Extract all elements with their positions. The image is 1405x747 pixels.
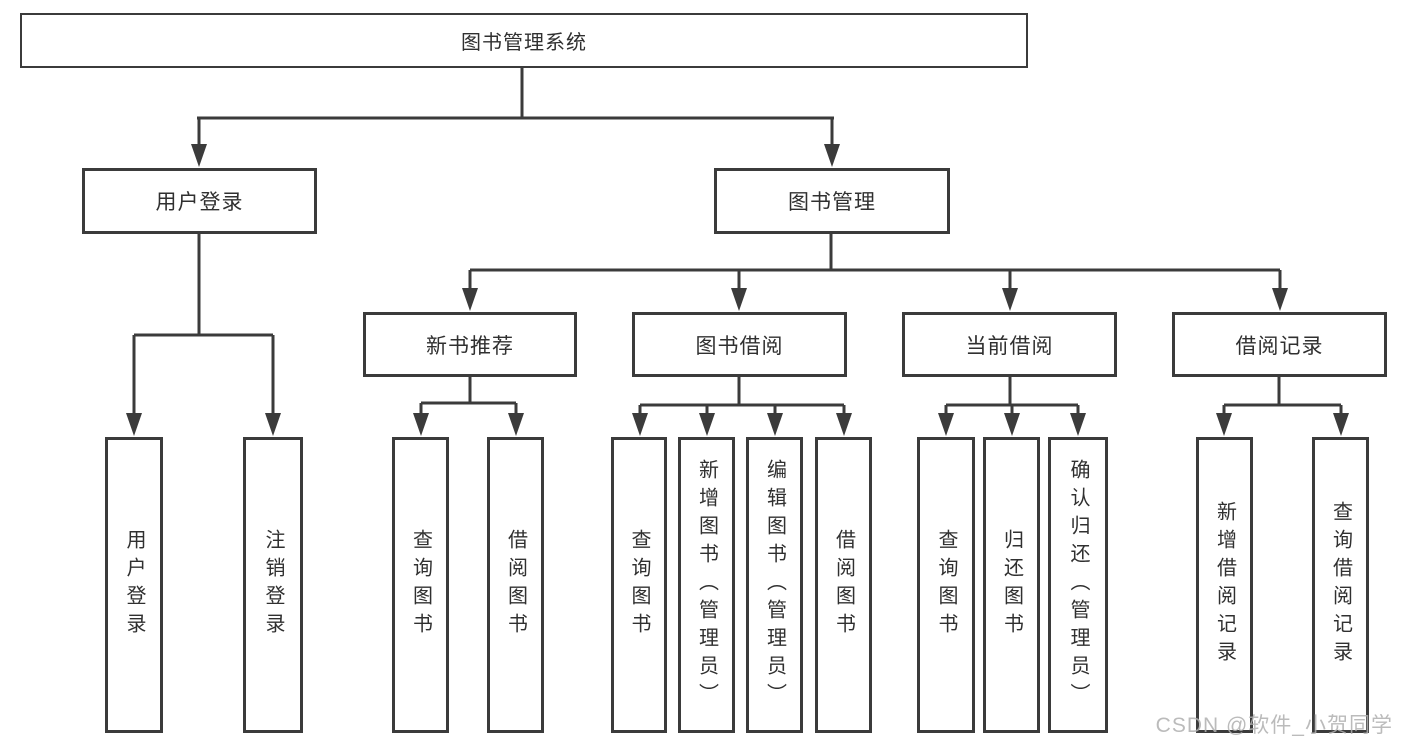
leaf-confirm-return-admin: 确认归还（管理员） xyxy=(1048,437,1108,733)
leaf-label: 新增借阅记录 xyxy=(1213,501,1236,669)
node-book-management: 图书管理 xyxy=(714,168,950,234)
leaf-label: 查询借阅记录 xyxy=(1329,501,1352,669)
arrowhead xyxy=(1002,288,1018,311)
leaf-return-book: 归还图书 xyxy=(983,437,1040,733)
leaf-label: 查询图书 xyxy=(409,529,432,641)
arrowhead xyxy=(126,413,142,436)
arrowhead xyxy=(508,413,524,436)
arrowhead xyxy=(938,413,954,436)
leaf-logout: 注销登录 xyxy=(243,437,303,733)
node-user-login: 用户登录 xyxy=(82,168,317,234)
leaf-add-borrow-record: 新增借阅记录 xyxy=(1196,437,1253,733)
leaf-label: 新增图书（管理员） xyxy=(695,459,718,711)
arrowhead xyxy=(462,288,478,311)
leaf-user-login: 用户登录 xyxy=(105,437,163,733)
arrowhead xyxy=(767,413,783,436)
arrowhead xyxy=(1004,413,1020,436)
leaf-label: 编辑图书（管理员） xyxy=(763,459,786,711)
leaf-query-books-recommend: 查询图书 xyxy=(392,437,449,733)
arrowhead xyxy=(699,413,715,436)
leaf-query-books-current: 查询图书 xyxy=(917,437,975,733)
arrowhead xyxy=(1070,413,1086,436)
arrowhead xyxy=(413,413,429,436)
node-label: 图书管理 xyxy=(788,191,876,214)
node-book-borrowing: 图书借阅 xyxy=(632,312,847,377)
arrowhead xyxy=(1216,413,1232,436)
arrowhead xyxy=(191,144,207,167)
node-new-book-recommendation: 新书推荐 xyxy=(363,312,577,377)
node-borrowing-records: 借阅记录 xyxy=(1172,312,1387,377)
arrowhead xyxy=(632,413,648,436)
leaf-label: 用户登录 xyxy=(123,529,145,641)
node-label: 图书管理系统 xyxy=(461,32,587,54)
leaf-label: 查询图书 xyxy=(935,529,957,641)
leaf-borrow-books-borrowing: 借阅图书 xyxy=(815,437,872,733)
leaf-borrow-books-recommend: 借阅图书 xyxy=(487,437,544,733)
arrowhead xyxy=(731,288,747,311)
leaf-edit-book-admin: 编辑图书（管理员） xyxy=(746,437,803,733)
node-label: 用户登录 xyxy=(155,191,244,214)
leaf-label: 归还图书 xyxy=(1000,529,1023,641)
node-label: 借阅记录 xyxy=(1235,334,1324,358)
leaf-label: 注销登录 xyxy=(262,529,284,641)
node-label: 图书借阅 xyxy=(695,334,784,358)
node-library-management-system: 图书管理系统 xyxy=(20,13,1028,68)
leaf-add-book-admin: 新增图书（管理员） xyxy=(678,437,735,733)
arrowhead xyxy=(1333,413,1349,436)
leaf-query-borrow-record: 查询借阅记录 xyxy=(1312,437,1369,733)
node-current-borrowing: 当前借阅 xyxy=(902,312,1117,377)
node-label: 当前借阅 xyxy=(965,334,1054,358)
arrowhead xyxy=(265,413,281,436)
leaf-label: 确认归还（管理员） xyxy=(1067,459,1089,711)
leaf-label: 查询图书 xyxy=(628,529,650,641)
arrowhead xyxy=(824,144,840,167)
leaf-label: 借阅图书 xyxy=(504,529,527,641)
arrowhead xyxy=(1272,288,1288,311)
leaf-label: 借阅图书 xyxy=(832,529,855,641)
arrowhead xyxy=(836,413,852,436)
node-label: 新书推荐 xyxy=(426,334,514,358)
csdn-watermark: CSDN @软件_小贺同学 xyxy=(1155,714,1393,737)
leaf-query-books-borrowing: 查询图书 xyxy=(611,437,667,733)
